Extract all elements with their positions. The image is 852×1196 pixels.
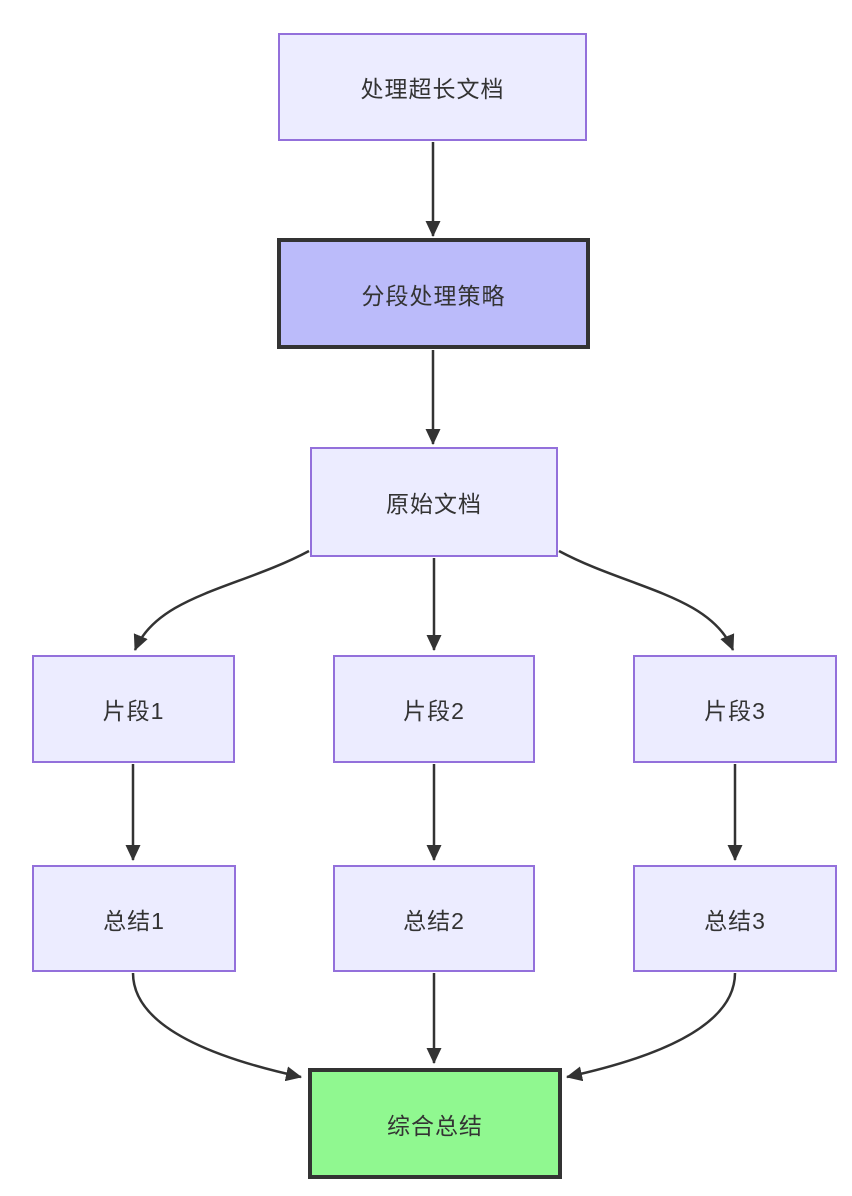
node-label: 片段3 <box>704 698 766 724</box>
node-label: 片段1 <box>102 698 165 724</box>
node-label: 总结2 <box>403 907 465 934</box>
node-summary-3: 总结3 <box>633 865 837 972</box>
node-chunk-3: 片段3 <box>633 655 837 763</box>
node-summary-2: 总结2 <box>333 865 535 972</box>
node-label: 综合总结 <box>387 1112 483 1139</box>
edge-original-chunk3 <box>558 549 735 651</box>
node-segmentation-strategy: 分段处理策略 <box>277 238 590 349</box>
node-label: 处理超长文档 <box>360 76 505 102</box>
edge-original-chunk1 <box>133 549 310 651</box>
node-handle-long-document: 处理超长文档 <box>278 33 587 141</box>
node-summary-1: 总结1 <box>32 865 236 972</box>
node-original-document: 原始文档 <box>310 447 558 557</box>
node-chunk-2: 片段2 <box>333 655 535 763</box>
node-final-summary: 综合总结 <box>308 1068 562 1179</box>
node-label: 分段处理策略 <box>361 282 506 309</box>
edge-summary1-final <box>131 972 302 1082</box>
node-label: 片段2 <box>403 698 465 724</box>
node-label: 总结3 <box>704 907 766 934</box>
node-chunk-1: 片段1 <box>32 655 235 763</box>
node-label: 总结1 <box>103 907 165 934</box>
edge-summary3-final <box>566 972 737 1082</box>
node-label: 原始文档 <box>386 491 482 517</box>
